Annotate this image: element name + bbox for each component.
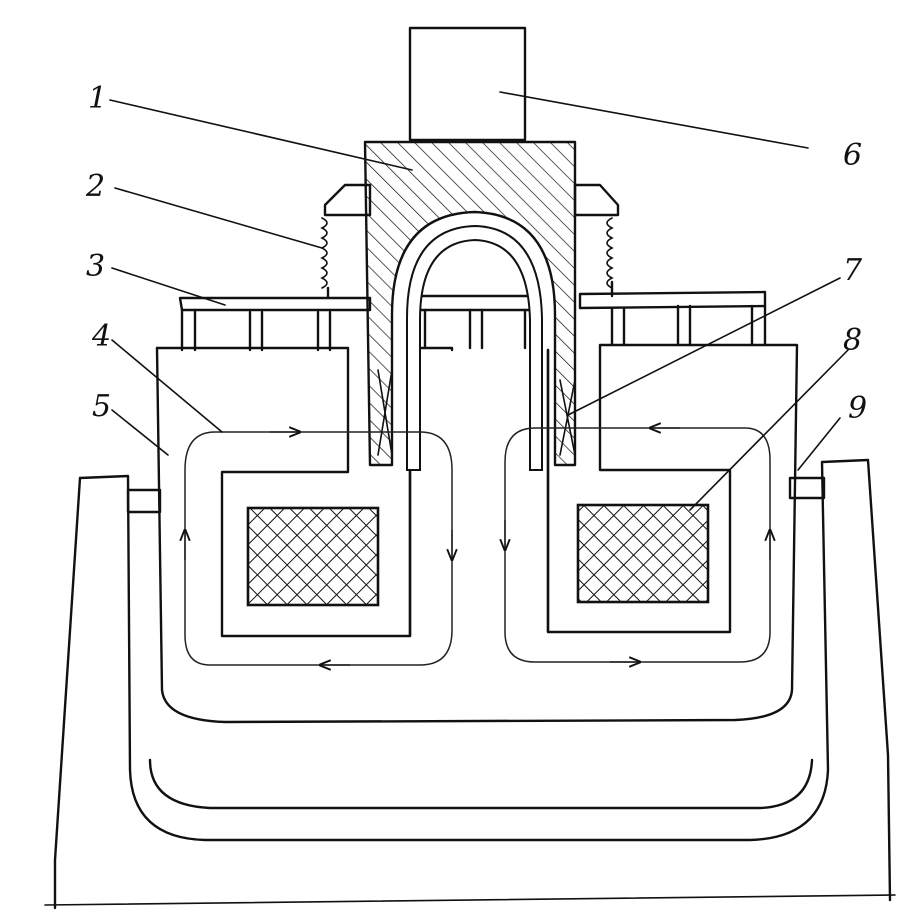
label-7: 7 [843, 253, 863, 288]
pusher-rod [408, 26, 527, 142]
label-2: 2 [85, 169, 105, 204]
coil-left [246, 506, 380, 607]
label-3: 3 [86, 249, 105, 284]
magnet-body [155, 343, 799, 724]
side-supports [126, 476, 826, 514]
coil-right [576, 503, 710, 604]
top-plate [178, 290, 767, 352]
outer-frame [44, 458, 896, 910]
leader-lines [109, 91, 849, 511]
flux-lines [185, 428, 770, 665]
label-1: 1 [88, 81, 107, 116]
label-5: 5 [92, 389, 111, 424]
label-8: 8 [843, 323, 862, 358]
label-6: 6 [843, 138, 862, 173]
armature [363, 140, 577, 471]
label-4: 4 [91, 319, 111, 354]
label-9: 9 [848, 391, 867, 426]
